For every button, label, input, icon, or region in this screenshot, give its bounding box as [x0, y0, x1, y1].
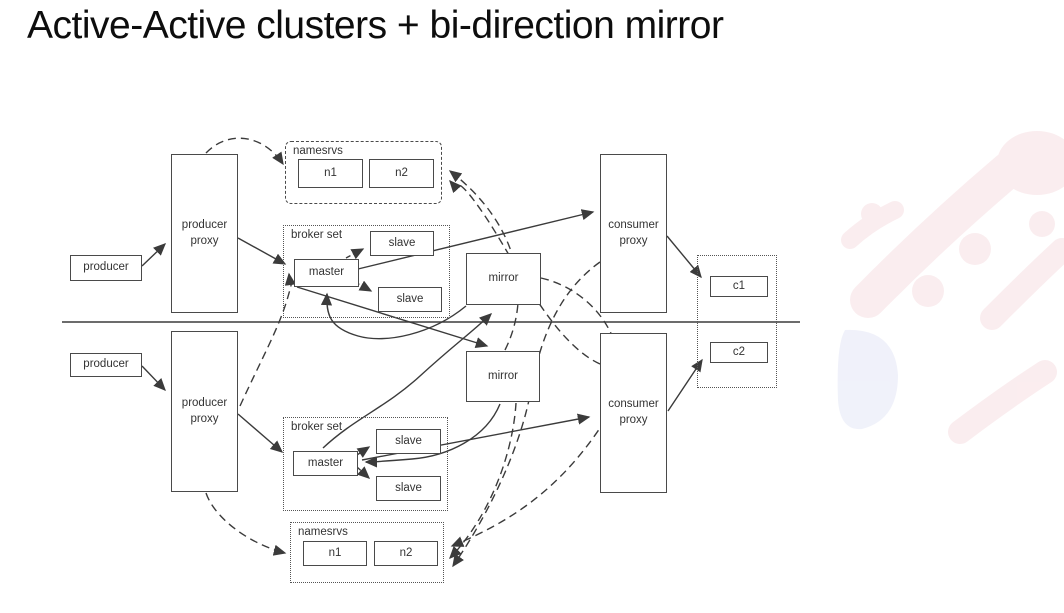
route-bottommirror-to-bottomns	[449, 402, 517, 560]
mirror-node-bottom: mirror	[466, 351, 540, 402]
arrow-producer-to-proxy-top	[141, 243, 167, 267]
consumer-proxy-node-bottom: consumer proxy	[600, 333, 667, 493]
producer-node-top: producer	[70, 255, 142, 281]
master-node-top: master	[294, 259, 359, 287]
consumer-c2-node: c2	[710, 342, 768, 363]
producer-proxy-node-bottom: producer proxy	[171, 331, 238, 492]
arrow-proxy-to-master-top	[237, 237, 287, 265]
arrow-bottommaster-to-topmirror	[322, 313, 493, 449]
consumer-c1-node: c1	[710, 276, 768, 297]
namesrv-n2-top: n2	[369, 159, 434, 188]
namesrvs-group-top: namesrvs n1 n2	[285, 141, 442, 204]
broker-set-label-bottom: broker set	[291, 421, 343, 433]
broker-set-label-top: broker set	[291, 229, 343, 241]
slide-title: Active-Active clusters + bi-direction mi…	[27, 4, 724, 47]
arrow-replicate-bottom-slave-b	[356, 466, 371, 479]
arrow-replicate-bottom-slave-a	[356, 446, 371, 458]
arrow-proxy-to-master-bottom	[237, 413, 284, 453]
arrow-producer-to-proxy-bottom	[141, 365, 166, 392]
arrow-topmirror-to-topmaster	[320, 292, 467, 340]
slave-a-node-top: slave	[370, 231, 434, 256]
route-bottomproxy-to-topmaster	[239, 272, 296, 407]
producer-proxy-node-top: producer proxy	[171, 154, 238, 313]
route-topconsumerproxy-to-bottomns	[452, 261, 601, 568]
route-topmirror-to-bottomns	[450, 277, 621, 547]
arrow-consumerproxy-to-c1	[666, 235, 702, 279]
namesrv-n2-bottom: n2	[374, 541, 438, 566]
arrow-master-to-consumerproxy-top	[357, 209, 595, 270]
namesrvs-label-top: namesrvs	[293, 145, 343, 157]
arrow-bottommirror-to-bottommaster	[364, 403, 501, 468]
slave-a-node-bottom: slave	[376, 429, 441, 454]
namesrv-n1-top: n1	[298, 159, 363, 188]
consumers-group: c1 c2	[697, 255, 777, 388]
master-node-bottom: master	[293, 451, 358, 476]
route-topproxy-to-topns	[205, 137, 284, 166]
namesrvs-label-bottom: namesrvs	[298, 526, 348, 538]
arrow-replicate-top-slave-a	[345, 248, 365, 260]
broker-set-group-top: broker set master slave slave	[283, 225, 450, 318]
arrow-consumerproxy-to-c2	[667, 358, 703, 412]
slave-b-node-bottom: slave	[376, 476, 441, 501]
route-bottomconsumerproxy-to-topns	[449, 179, 601, 365]
producer-node-bottom: producer	[70, 353, 142, 377]
namesrvs-group-bottom: namesrvs n1 n2	[290, 522, 444, 583]
slave-b-node-top: slave	[378, 287, 442, 312]
namesrv-n1-bottom: n1	[303, 541, 367, 566]
broker-set-group-bottom: broker set master slave slave	[283, 417, 448, 511]
mirror-node-top: mirror	[466, 253, 541, 305]
route-bottomproxy-to-bottomns	[205, 492, 287, 556]
consumer-proxy-node-top: consumer proxy	[600, 154, 667, 313]
